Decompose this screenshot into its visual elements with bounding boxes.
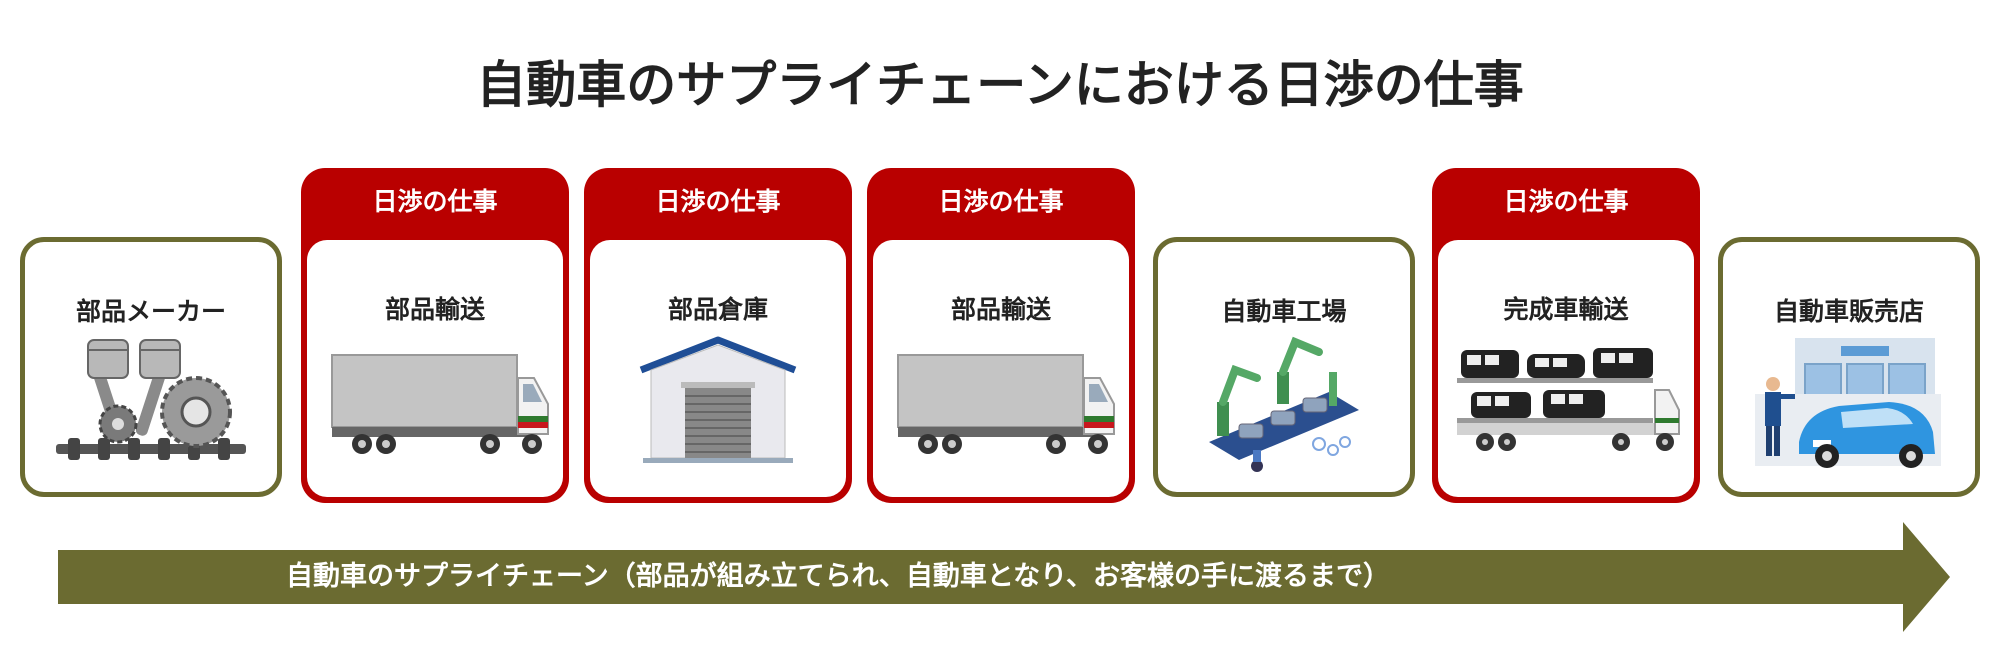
stage-parts-transport-2: 日渉の仕事 部品輸送 — [867, 168, 1135, 503]
stage-car-dealership: 自動車販売店 — [1718, 237, 1980, 497]
flow-arrow-label: 自動車のサプライチェーン（部品が組み立てられ、自動車となり、お客様の手に渡るまで… — [285, 561, 1391, 592]
stage-label: 部品メーカー — [75, 297, 226, 326]
stage-label: 部品倉庫 — [667, 295, 768, 324]
truck-icon — [331, 354, 549, 454]
stage-parts-warehouse: 日渉の仕事 部品倉庫 — [584, 168, 852, 503]
stage-car-factory: 自動車工場 — [1153, 237, 1415, 497]
stage-parts-transport-1: 日渉の仕事 部品輸送 — [301, 168, 569, 503]
stage-finished-car-transport: 日渉の仕事 完成車輸送 — [1432, 168, 1700, 503]
nissho-badge: 日渉の仕事 — [938, 187, 1064, 216]
stage-label: 部品輸送 — [950, 295, 1051, 324]
nissho-badge: 日渉の仕事 — [372, 187, 498, 216]
stage-label: 自動車販売店 — [1773, 297, 1924, 326]
stage-label: 完成車輸送 — [1503, 295, 1629, 324]
nissho-badge: 日渉の仕事 — [1503, 187, 1629, 216]
dealership-icon — [1755, 338, 1941, 468]
stage-label: 部品輸送 — [384, 295, 485, 324]
supply-chain-flow-arrow — [58, 522, 1950, 632]
factory-robot-icon — [1209, 336, 1359, 472]
truck-icon — [897, 354, 1115, 454]
stage-label: 自動車工場 — [1221, 297, 1347, 326]
stage-parts-maker: 部品メーカー — [20, 237, 282, 497]
car-carrier-icon — [1457, 348, 1680, 451]
diagram-title: 自動車のサプライチェーンにおける日渉の仕事 — [476, 56, 1524, 114]
engine-parts-icon — [56, 339, 246, 460]
nissho-badge: 日渉の仕事 — [655, 187, 781, 216]
warehouse-icon — [639, 336, 797, 463]
